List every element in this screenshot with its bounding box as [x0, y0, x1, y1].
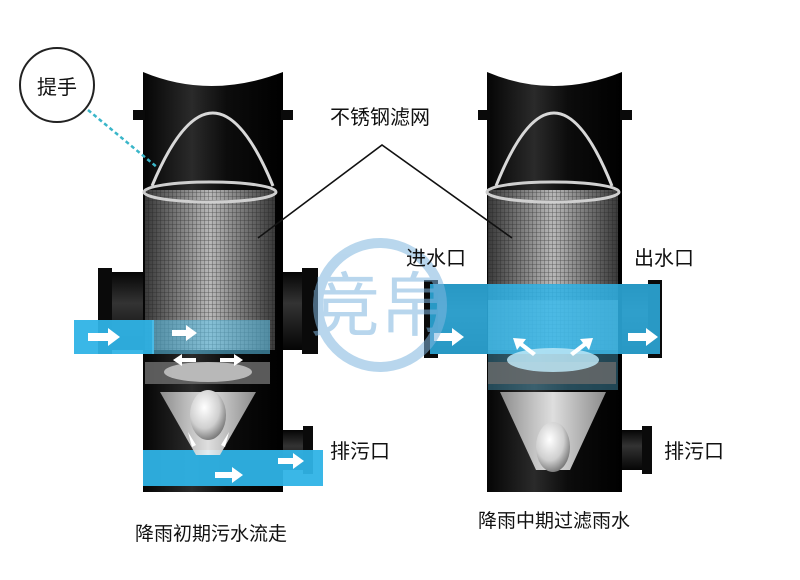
right-filter-unit [424, 72, 662, 492]
watermark-text: 竞帛 [310, 265, 450, 347]
check-ball-icon [190, 390, 226, 440]
left-body-collar-r [281, 110, 293, 120]
flow-arrow-icon [434, 328, 658, 356]
mesh-leader-lines [257, 144, 513, 239]
label-outlet: 出水口 [634, 246, 694, 270]
left-body-collar-l [133, 110, 145, 120]
right-through-water [430, 284, 660, 354]
caption-left: 降雨初期污水流走 [135, 523, 288, 545]
right-handle [494, 111, 614, 187]
caption-right: 降雨中期过滤雨水 [478, 510, 631, 532]
label-drain-right: 排污口 [664, 439, 724, 463]
label-drain-left: 排污口 [330, 439, 390, 463]
label-inlet: 进水口 [406, 246, 466, 270]
left-side-pipe-flange-r [302, 268, 318, 354]
left-handle [150, 111, 275, 187]
label-handle: 提手 [37, 74, 77, 99]
handle-leader-line [87, 109, 159, 169]
flow-arrow-icon [88, 325, 304, 483]
left-filter-unit [74, 72, 323, 492]
left-mesh-top-rim [142, 180, 278, 204]
left-inside-water [152, 320, 270, 354]
handle-callout-icon: 提手 [19, 47, 95, 123]
check-ball-icon [536, 422, 570, 472]
label-filter-mesh: 不锈钢滤网 [330, 105, 430, 129]
watermark-logo: 竞帛 [310, 238, 450, 372]
